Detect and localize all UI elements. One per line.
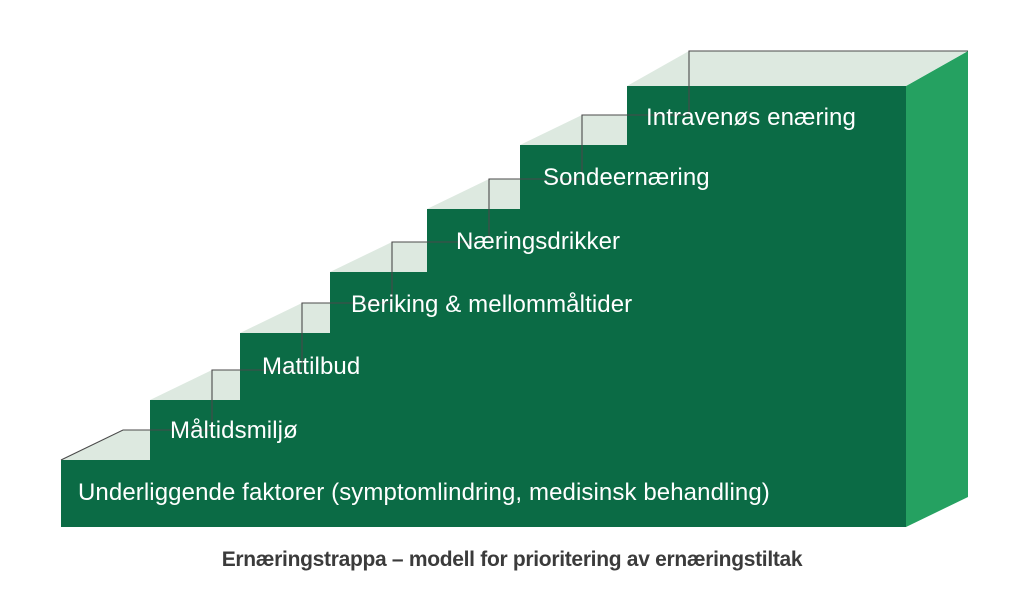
step-7-label[interactable]: Intravenøs enæring bbox=[646, 104, 856, 131]
step-6-label[interactable]: Sondeernæring bbox=[543, 164, 710, 191]
step-1-label[interactable]: Underliggende faktorer (symptomlindring,… bbox=[78, 479, 770, 506]
step-2-front-face bbox=[150, 400, 906, 460]
silhouette-outline bbox=[60, 50, 968, 461]
step-5-label[interactable]: Næringsdrikker bbox=[456, 228, 621, 255]
step-6-front-face bbox=[520, 145, 906, 209]
step-1-front-face bbox=[61, 460, 906, 527]
step-3-label[interactable]: Mattilbud bbox=[262, 353, 361, 380]
right-side-face bbox=[906, 51, 968, 527]
step-4-label[interactable]: Beriking & mellommåltider bbox=[351, 291, 633, 318]
step-7-top-face bbox=[627, 51, 968, 86]
step-3-front-face bbox=[240, 333, 906, 400]
step-5-front-face bbox=[427, 209, 906, 272]
step-7-front-face bbox=[627, 86, 906, 145]
step-4-front-face bbox=[330, 272, 906, 333]
step-2-label[interactable]: Måltidsmiljø bbox=[170, 417, 298, 444]
figure-caption: Ernæringstrappa – modell for prioriterin… bbox=[221, 548, 803, 571]
